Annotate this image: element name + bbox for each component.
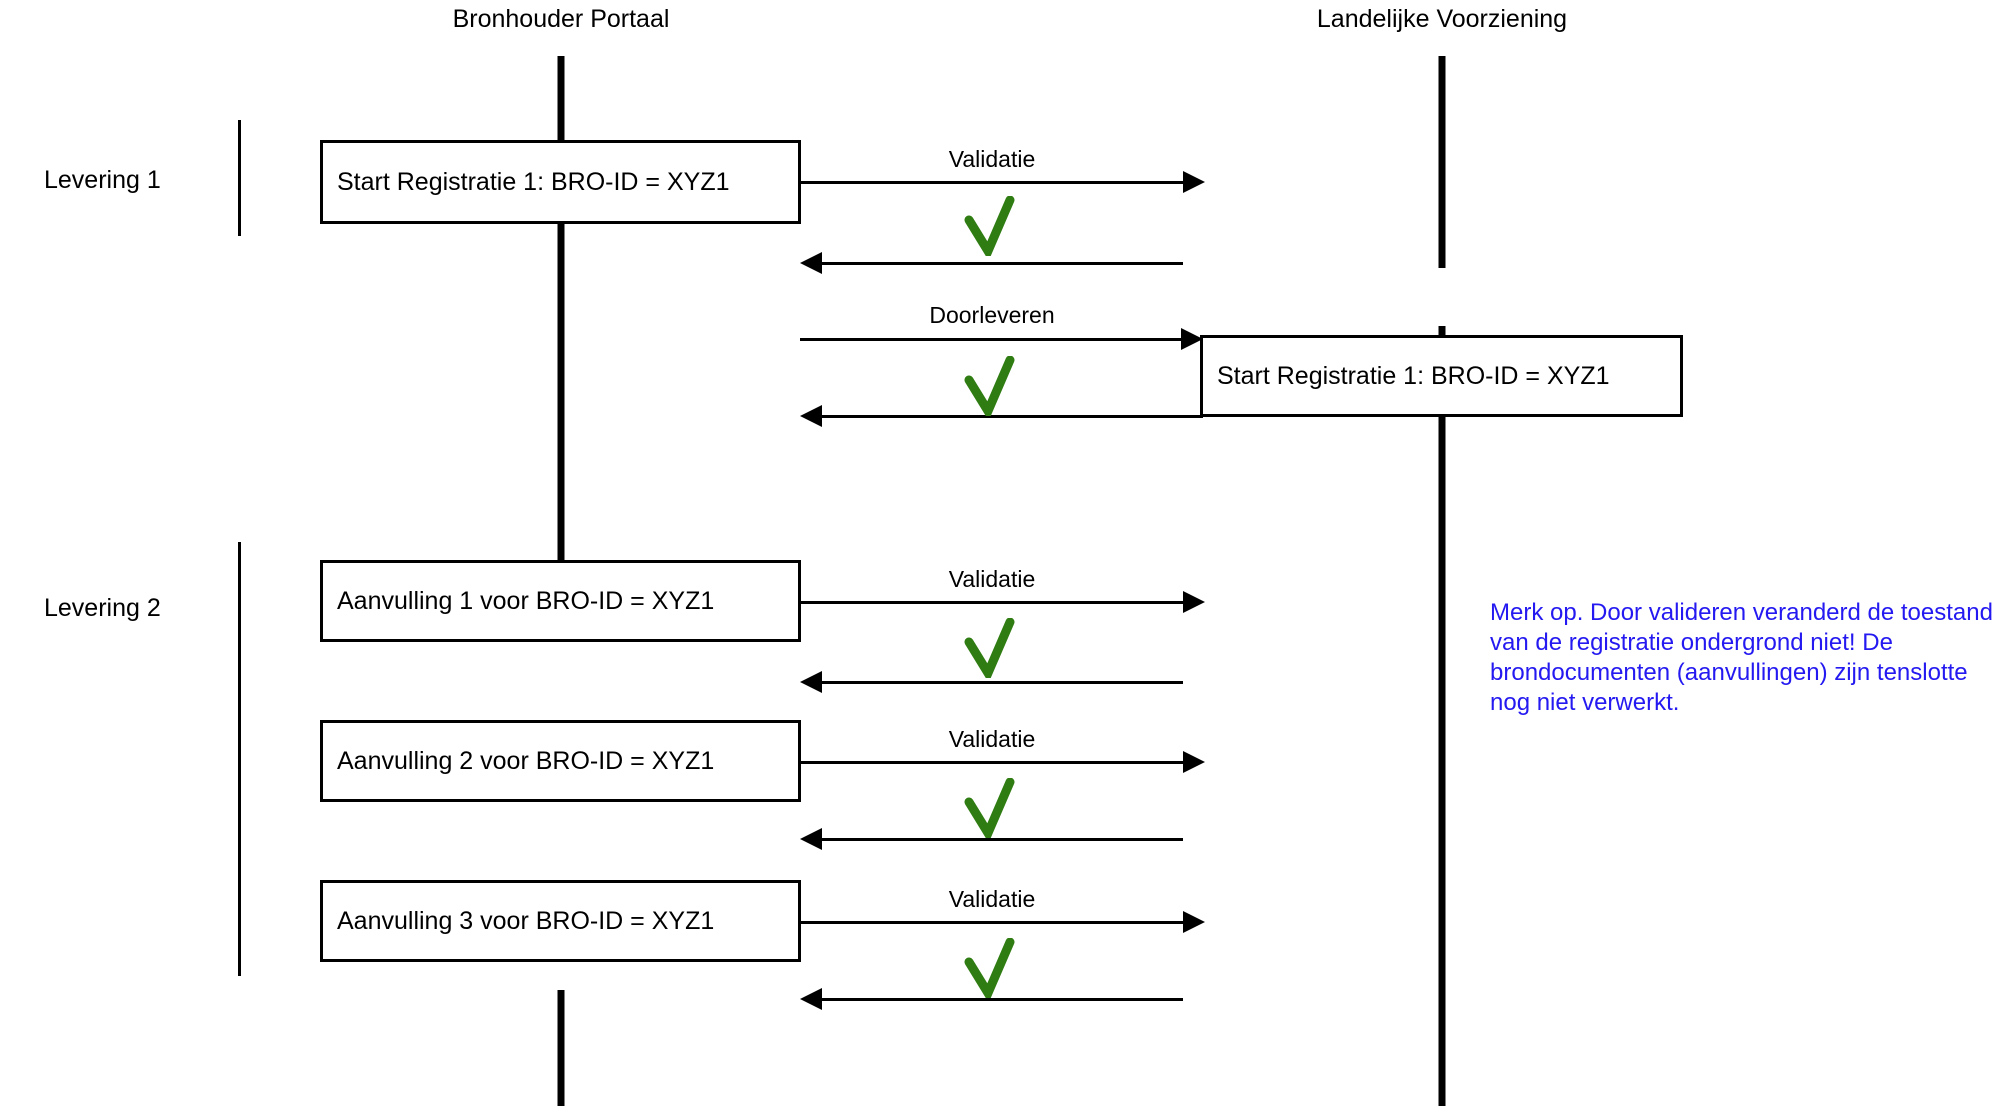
message-arrowhead-validatie-1-return <box>800 252 822 274</box>
message-line-validatie-3-return <box>822 838 1183 841</box>
message-label-validatie-2: Validatie <box>948 566 1036 592</box>
check-mark-icon-5 <box>964 937 1016 1003</box>
message-arrowhead-doorleveren-return <box>800 405 822 427</box>
box-aanvulling-2-label: Aanvulling 2 voor BRO-ID = XYZ1 <box>337 747 715 775</box>
box-aanvulling-2[interactable]: Aanvulling 2 voor BRO-ID = XYZ1 <box>320 720 801 802</box>
check-mark-icon-2 <box>964 355 1016 421</box>
box-start-registratie-bronhouder-label: Start Registratie 1: BRO-ID = XYZ1 <box>337 168 730 196</box>
message-arrowhead-validatie-2-return <box>800 671 822 693</box>
message-line-doorleveren-return <box>822 415 1203 418</box>
annotation-line-3: brondocumenten (aanvullingen) zijn tensl… <box>1490 659 1968 686</box>
box-start-registratie-landelijke[interactable]: Start Registratie 1: BRO-ID = XYZ1 <box>1200 335 1683 417</box>
message-line-doorleveren <box>800 338 1181 341</box>
group-bracket-levering-2 <box>238 542 241 976</box>
annotation-line-2: van de registratie ondergrond niet! De <box>1490 629 1893 656</box>
lifeline-bronhouder-portaal-seg3 <box>557 990 565 1106</box>
group-label-levering-2: Levering 2 <box>44 594 161 622</box>
box-aanvulling-3[interactable]: Aanvulling 3 voor BRO-ID = XYZ1 <box>320 880 801 962</box>
message-line-validatie-4 <box>801 921 1183 924</box>
message-arrowhead-validatie-3-return <box>800 828 822 850</box>
check-mark-icon-3 <box>964 617 1016 683</box>
lifeline-landelijke-voorziening-seg1 <box>1438 56 1446 268</box>
box-aanvulling-1[interactable]: Aanvulling 1 voor BRO-ID = XYZ1 <box>320 560 801 642</box>
annotation-note-validatie: Merk op. Door valideren veranderd de toe… <box>1490 598 2002 718</box>
message-line-validatie-4-return <box>822 998 1183 1001</box>
lifeline-bronhouder-portaal-seg2 <box>557 222 565 562</box>
check-mark-icon-1 <box>964 195 1016 261</box>
lifeline-bronhouder-portaal-seg1 <box>557 56 565 142</box>
message-label-validatie-3: Validatie <box>948 726 1036 752</box>
check-mark-icon-4 <box>964 777 1016 843</box>
lifeline-landelijke-voorziening-seg2 <box>1438 326 1446 1106</box>
message-arrowhead-doorleveren <box>1181 328 1203 350</box>
annotation-line-1: Merk op. Door valideren veranderd de toe… <box>1490 599 1993 626</box>
message-arrowhead-validatie-4-return <box>800 988 822 1010</box>
message-label-doorleveren: Doorleveren <box>929 302 1055 328</box>
message-line-validatie-1 <box>801 181 1183 184</box>
box-start-registratie-landelijke-label: Start Registratie 1: BRO-ID = XYZ1 <box>1217 362 1610 390</box>
message-line-validatie-1-return <box>822 262 1183 265</box>
actor-label-landelijke-voorziening: Landelijke Voorziening <box>1316 5 1568 33</box>
message-line-validatie-3 <box>801 761 1183 764</box>
message-line-validatie-2-return <box>822 681 1183 684</box>
box-aanvulling-3-label: Aanvulling 3 voor BRO-ID = XYZ1 <box>337 907 715 935</box>
box-aanvulling-1-label: Aanvulling 1 voor BRO-ID = XYZ1 <box>337 587 715 615</box>
actor-label-bronhouder-portaal: Bronhouder Portaal <box>452 5 670 33</box>
message-line-validatie-2 <box>801 601 1183 604</box>
message-arrowhead-validatie-1 <box>1183 171 1205 193</box>
group-label-levering-1: Levering 1 <box>44 166 161 194</box>
group-bracket-levering-1 <box>238 120 241 236</box>
message-label-validatie-1: Validatie <box>948 146 1036 172</box>
message-arrowhead-validatie-3 <box>1183 751 1205 773</box>
message-arrowhead-validatie-2 <box>1183 591 1205 613</box>
message-label-validatie-4: Validatie <box>948 886 1036 912</box>
message-arrowhead-validatie-4 <box>1183 911 1205 933</box>
box-start-registratie-bronhouder[interactable]: Start Registratie 1: BRO-ID = XYZ1 <box>320 140 801 224</box>
annotation-line-4: nog niet verwerkt. <box>1490 689 1680 716</box>
